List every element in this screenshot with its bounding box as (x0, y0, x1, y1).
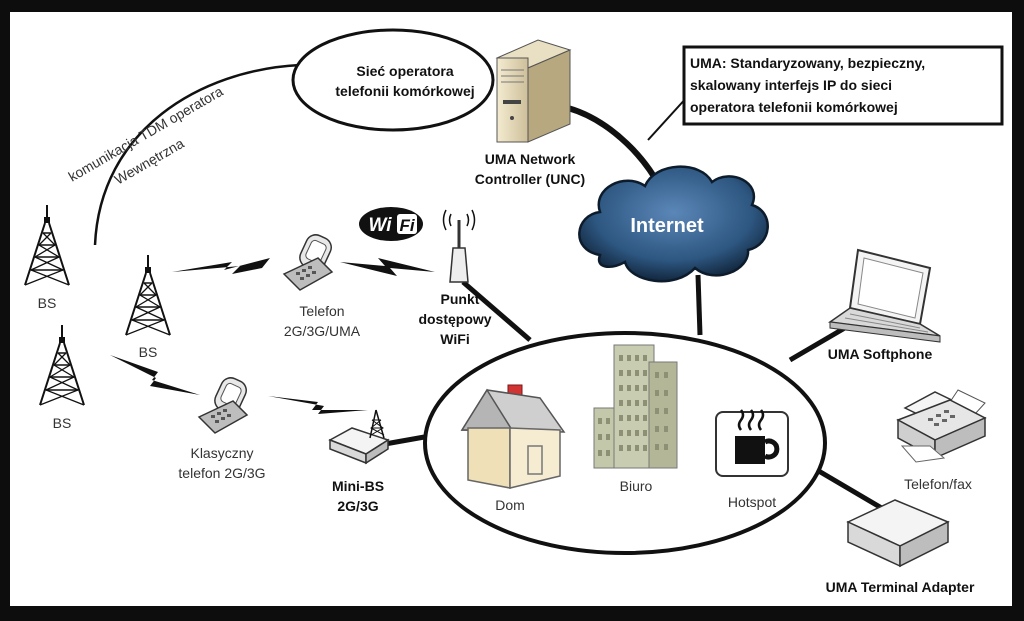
classic-phone-label-1: Klasyczny (190, 445, 253, 461)
uma-note-line-1: UMA: Standaryzowany, bezpieczny, (690, 55, 925, 71)
svg-text:Fi: Fi (399, 216, 415, 235)
operator-network-label-2: telefonii komórkowej (335, 83, 474, 99)
home-label: Dom (495, 497, 525, 513)
minibs-line (384, 433, 431, 447)
mini-bs-label-2: 2G/3G (337, 498, 378, 514)
radio-link-bs-classic (110, 355, 200, 395)
ap-label-3: WiFi (440, 331, 469, 347)
server-icon (495, 39, 572, 143)
house-icon (460, 384, 566, 489)
svg-text:Wi: Wi (368, 215, 392, 236)
phone-uma-label-1: Telefon (299, 303, 344, 319)
phone-fax-label: Telefon/fax (904, 476, 972, 492)
coffee-hotspot-icon (715, 409, 789, 477)
mini-bs-icon (328, 409, 390, 465)
uma-note-box (682, 45, 1004, 126)
hotspot-label: Hotspot (728, 494, 776, 510)
wifi-access-point-icon (442, 209, 476, 283)
radio-link-bs-uma (172, 258, 270, 274)
classic-phone-label-2: telefon 2G/3G (178, 465, 265, 481)
ap-ellipse-line (461, 280, 532, 342)
bs-label-top: BS (38, 295, 57, 311)
fax-icon (896, 389, 987, 463)
ap-label-1: Punkt (441, 291, 480, 307)
terminal-adapter-icon (846, 499, 950, 568)
office-building-icon (593, 344, 678, 469)
ap-label-2: dostępowy (418, 311, 491, 327)
note-pointer-line (647, 95, 689, 141)
unc-label-2: Controller (UNC) (475, 171, 585, 187)
office-label: Biuro (620, 478, 653, 494)
uma-note-line-3: operatora telefonii komórkowej (690, 99, 898, 115)
internet-cloud-icon (578, 165, 769, 283)
bs-label-middle: BS (139, 344, 158, 360)
bs-label-bottom: BS (53, 415, 72, 431)
terminal-adapter-label: UMA Terminal Adapter (826, 579, 975, 595)
phone-uma-label-2: 2G/3G/UMA (284, 323, 361, 339)
operator-network-ellipse (291, 28, 495, 132)
laptop-icon (827, 248, 941, 343)
radio-link-uma-ap (340, 258, 435, 276)
internet-label: Internet (630, 215, 704, 237)
wifi-logo-icon: Wi Fi (359, 207, 423, 241)
uma-note-line-2: skalowany interfejs IP do sieci (690, 77, 892, 93)
radio-link-classic-minibs (268, 396, 368, 414)
unc-label-1: UMA Network (485, 151, 576, 167)
softphone-label: UMA Softphone (828, 346, 933, 362)
tdm-link-line (93, 63, 301, 246)
operator-network-label-1: Sieć operatora (356, 63, 453, 79)
mini-bs-label-1: Mini-BS (332, 478, 384, 494)
internet-ellipse-line (695, 274, 703, 336)
radio-links (110, 258, 435, 414)
